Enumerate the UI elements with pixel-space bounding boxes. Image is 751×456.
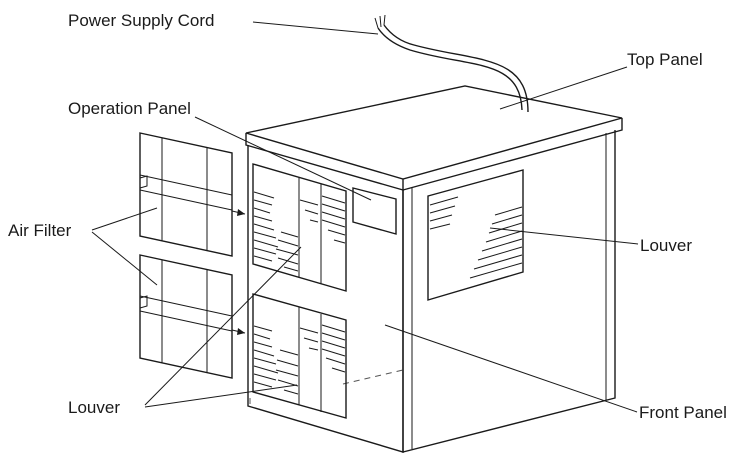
label-operation-panel: Operation Panel	[68, 99, 191, 118]
side-louver-hatching	[429, 196, 523, 279]
top-panel	[245, 85, 623, 180]
front-louver-upper-hatching	[253, 191, 346, 272]
cabinet	[245, 85, 623, 453]
label-power-supply-cord: Power Supply Cord	[68, 11, 214, 30]
label-air-filter: Air Filter	[8, 221, 72, 240]
label-top-panel: Top Panel	[627, 50, 703, 69]
side-panel	[402, 130, 616, 453]
leader-lines	[91, 21, 639, 413]
front-louver-lower-hatching	[253, 324, 346, 395]
air-filter-lower	[139, 254, 246, 379]
air-filter-upper	[139, 132, 246, 257]
side-louver	[427, 169, 524, 301]
operation-panel	[352, 187, 397, 235]
front-louver-lower	[252, 293, 347, 419]
power-supply-cord	[374, 14, 529, 113]
front-louver-upper	[252, 163, 347, 292]
label-louver-right: Louver	[640, 236, 692, 255]
label-front-panel: Front Panel	[639, 403, 727, 422]
label-louver-left: Louver	[68, 398, 120, 417]
